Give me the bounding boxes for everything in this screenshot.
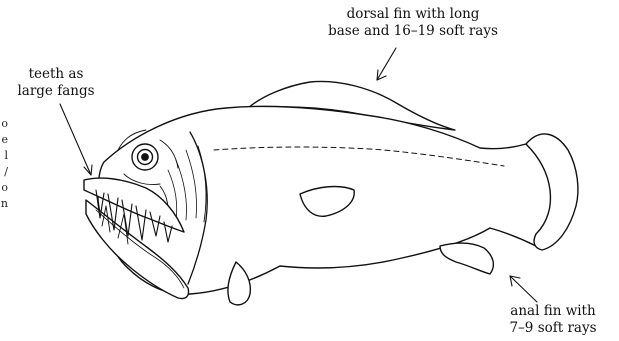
- label-anal-line2: 7–9 soft rays: [488, 320, 618, 337]
- label-dorsal-line1: dorsal fin with long: [288, 6, 538, 23]
- label-teeth-line1: teeth as: [4, 66, 108, 83]
- label-teeth: teeth as large fangs: [4, 66, 108, 100]
- cut-off-text-glyph: /: [0, 164, 8, 180]
- cut-off-text-glyph: o: [0, 180, 8, 196]
- cut-off-text-glyph: e: [0, 132, 8, 148]
- label-dorsal-line2: base and 16–19 soft rays: [288, 23, 538, 40]
- cut-off-text-glyph: n: [0, 196, 8, 212]
- label-dorsal-fin: dorsal fin with long base and 16–19 soft…: [288, 6, 538, 40]
- label-anal-line1: anal fin with: [488, 303, 618, 320]
- label-teeth-line2: large fangs: [4, 83, 108, 100]
- cut-off-text-glyph: l: [0, 148, 8, 164]
- label-anal-fin: anal fin with 7–9 soft rays: [488, 303, 618, 337]
- cut-off-text-glyph: o: [0, 116, 8, 132]
- anal-fin: [440, 243, 493, 274]
